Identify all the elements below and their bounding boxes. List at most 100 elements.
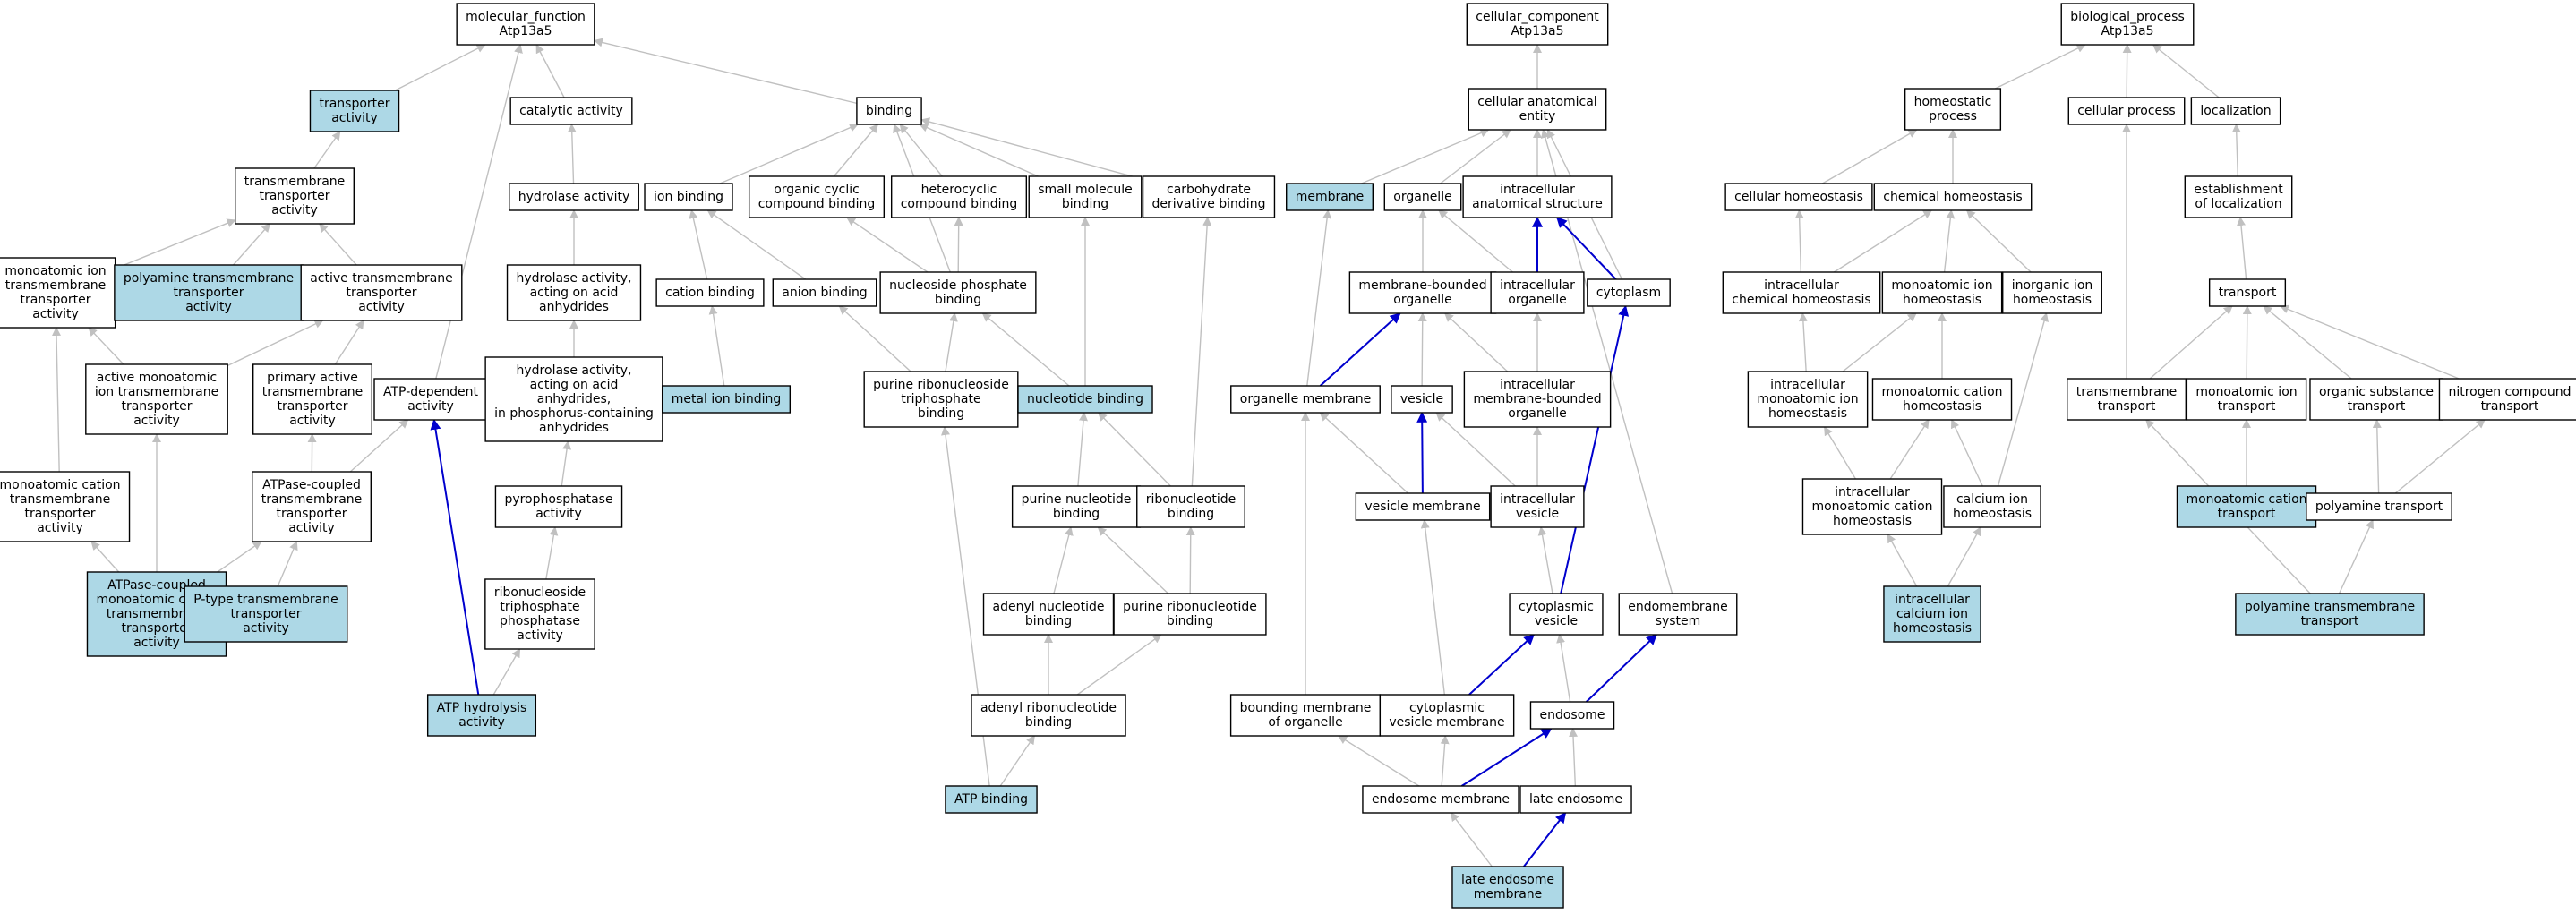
go-term-box <box>506 264 642 321</box>
go-term-box <box>2235 593 2425 636</box>
go-term-node-cytoplasm: cytoplasm <box>1587 278 1671 307</box>
go-term-label: carbohydrate <box>1167 183 1251 197</box>
go-term-box <box>1904 88 2002 131</box>
go-term-label: monoatomic ion <box>2195 385 2297 399</box>
go-term-box <box>426 694 537 737</box>
go-term-box <box>2438 378 2576 421</box>
go-term-label: ATPase-coupled <box>107 578 206 593</box>
go-term-label: binding <box>1062 197 1108 211</box>
go-term-node-polyaminetmt: polyamine transmembranetransporteractivi… <box>114 264 304 321</box>
go-term-node-monoiontmt: monoatomic iontransmembranetransporterac… <box>0 257 116 329</box>
go-term-label: vesicle <box>1400 392 1443 406</box>
go-term-label: transporter <box>277 399 347 414</box>
go-term-box <box>1462 175 1613 218</box>
go-term-label: entity <box>1519 109 1556 124</box>
edge-cationbinding-to-ionbinding <box>689 209 708 280</box>
go-term-label: activity <box>271 203 318 218</box>
go-term-label: homeostasis <box>1903 399 1981 414</box>
edge-hydrolase-to-catalytic <box>567 124 577 184</box>
edge-catalytic-to-mf <box>535 44 565 98</box>
go-term-label: homeostasis <box>1833 514 1912 528</box>
go-term-label: intracellular <box>1770 378 1845 392</box>
go-term-box <box>1722 271 1881 314</box>
go-term-label: cation binding <box>665 286 755 300</box>
go-term-label: vesicle <box>1516 507 1559 521</box>
edge-purineribotp-to-anionbinding <box>838 305 911 372</box>
go-term-label: transport <box>2301 614 2359 628</box>
go-term-node-transport: transport <box>2208 278 2287 307</box>
go-term-label: nucleoside phosphate <box>889 278 1027 293</box>
go-term-label: polyamine transmembrane <box>124 271 294 286</box>
edge-cytoplasm-to-ias <box>1556 217 1617 280</box>
go-term-label: vesicle <box>1535 614 1578 628</box>
go-term-label: ATPase-coupled <box>262 478 361 492</box>
edge-endosomemem-to-cytovesmem <box>1440 735 1450 787</box>
go-term-label: anhydrides, <box>537 392 611 406</box>
go-term-label: activity <box>37 521 83 535</box>
go-term-label: purine nucleotide <box>1022 492 1132 507</box>
go-term-node-metalion: metal ion binding <box>661 385 792 414</box>
go-term-label: intracellular <box>1895 593 1970 607</box>
go-term-box <box>1362 785 1519 814</box>
go-term-label: vesicle membrane <box>1389 715 1504 730</box>
go-term-box <box>1943 485 2041 528</box>
edge-polyaminetransport-to-nitrogen <box>2394 419 2486 494</box>
go-term-label: compound binding <box>758 197 876 211</box>
go-term-label: activity <box>407 399 454 414</box>
go-term-label: transporter <box>319 97 389 111</box>
edge-nucleotide-to-nucphos <box>981 312 1070 387</box>
go-term-label: acting on acid <box>530 378 619 392</box>
edge-intmonoionhomeo-to-monoionhomeo <box>1842 312 1917 372</box>
go-term-label: membrane <box>1296 190 1365 204</box>
go-term-label: homeostasis <box>1953 507 2032 521</box>
go-term-box <box>1724 183 1873 211</box>
go-term-box <box>484 356 663 442</box>
go-term-label: anhydrides <box>539 300 609 314</box>
edge-intcalcium-to-calciumhomeo <box>1947 526 1981 587</box>
go-term-node-vesicle: vesicle <box>1391 385 1453 414</box>
edge-lateendosomemem-to-endosomemem <box>1450 812 1493 867</box>
edge-intchemhomeo-to-chemhomeo <box>1833 209 1933 273</box>
edge-nitrogen-to-transport <box>2280 304 2460 380</box>
go-term-label: process <box>1929 109 1977 124</box>
go-term-box <box>1379 694 1515 737</box>
go-term-label: transporter <box>346 286 416 300</box>
edge-transport-to-estloc <box>2237 217 2247 280</box>
go-term-label: catalytic activity <box>519 104 623 118</box>
go-term-box <box>1618 593 1738 636</box>
go-term-box <box>971 694 1126 737</box>
edge-calciumhomeo-to-monocationhomeo <box>1951 419 1983 487</box>
go-term-label: transmembrane <box>2076 385 2178 399</box>
go-term-box <box>890 175 1028 218</box>
go-term-box <box>184 585 348 643</box>
go-term-label: cytoplasmic <box>1409 701 1485 715</box>
go-term-box <box>644 183 733 211</box>
go-term-label: polyamine transmembrane <box>2245 600 2415 614</box>
go-term-label: activity <box>288 521 335 535</box>
go-term-label: of organelle <box>1268 715 1342 730</box>
go-term-label: transmembrane <box>244 175 346 189</box>
go-term-box <box>1142 175 1276 218</box>
go-term-node-vesiclemembrane: vesicle membrane <box>1355 492 1491 521</box>
go-term-box <box>2190 97 2281 125</box>
go-term-label: transmembrane <box>10 492 111 507</box>
edge-monoiontmt-to-tmtransporter <box>115 218 236 269</box>
go-term-label: cellular_component <box>1476 10 1599 24</box>
go-term-box <box>1529 701 1615 730</box>
go-term-label: organelle <box>1393 293 1451 307</box>
